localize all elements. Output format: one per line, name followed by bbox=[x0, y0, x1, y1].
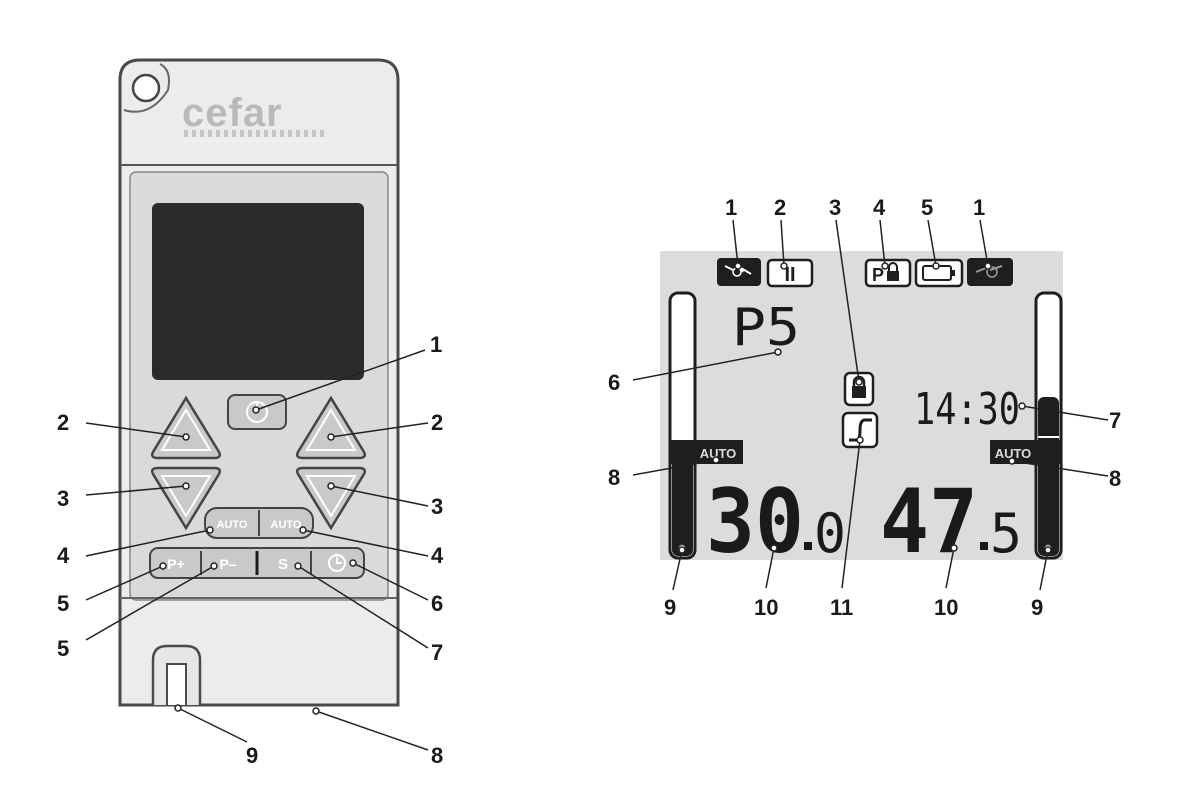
brand-logo: cefar bbox=[182, 91, 283, 135]
callout-number: 9 bbox=[246, 743, 258, 768]
callout-number: 7 bbox=[1109, 408, 1121, 433]
callout-number: 8 bbox=[1109, 466, 1121, 491]
callout-number: 9 bbox=[1031, 595, 1043, 620]
hanging-hole-surround bbox=[123, 63, 170, 113]
svg-text:AUTO: AUTO bbox=[995, 446, 1032, 461]
lcd-display-diagram: II P P bbox=[608, 195, 1121, 620]
lcd-callout-numbers: 1 2 3 4 5 1 6 7 8 8 9 10 11 10 9 bbox=[608, 195, 1121, 620]
treatment-time: 14:30 bbox=[914, 384, 1020, 435]
channel1-up-button[interactable] bbox=[150, 395, 222, 460]
callout-number: 9 bbox=[664, 595, 676, 620]
callout-number: 5 bbox=[57, 636, 69, 661]
channel2-up-button[interactable] bbox=[295, 395, 367, 460]
callout-number: 3 bbox=[829, 195, 841, 220]
timer-button[interactable] bbox=[328, 554, 346, 572]
callout-number: 2 bbox=[431, 410, 443, 435]
program-minus-button[interactable]: P– bbox=[219, 556, 236, 572]
device-callout-lines bbox=[85, 349, 429, 751]
callout-number: 10 bbox=[934, 595, 958, 620]
left-intensity-bar bbox=[668, 291, 697, 560]
device-callout-numbers: 1 2 2 3 3 4 4 5 5 6 7 9 8 bbox=[57, 332, 444, 768]
triangle-up-icon bbox=[305, 408, 357, 451]
svg-text:P: P bbox=[872, 265, 884, 285]
intensity-channel1-decimal: 0 bbox=[814, 502, 846, 565]
function-buttons: P+ P– S bbox=[149, 547, 365, 579]
program-plus-button[interactable]: P+ bbox=[167, 556, 185, 572]
settings-button[interactable]: S bbox=[278, 556, 288, 573]
intensity-channel1: 30 0 bbox=[706, 470, 846, 573]
program-number: P5 bbox=[732, 298, 800, 358]
intensity-channel2-integer: 47 bbox=[880, 470, 978, 573]
callout-number: 5 bbox=[57, 591, 69, 616]
stimulator-device: cefar bbox=[57, 58, 444, 768]
lcd-callout-lines bbox=[632, 219, 1109, 591]
callout-number: 6 bbox=[431, 591, 443, 616]
electrode-warning-icon-right bbox=[967, 258, 1013, 286]
belt-clip-slot bbox=[151, 644, 202, 705]
auto-indicator-right: AUTO bbox=[990, 440, 1060, 464]
program-lock-icon: P bbox=[864, 258, 912, 288]
callout-number: 1 bbox=[973, 195, 985, 220]
svg-text:AUTO: AUTO bbox=[700, 446, 737, 461]
callout-number: 3 bbox=[431, 494, 443, 519]
intensity-channel2: 47 5 bbox=[880, 470, 1022, 573]
callout-number: 6 bbox=[608, 370, 620, 395]
callout-number: 8 bbox=[431, 743, 443, 768]
callout-number: 1 bbox=[430, 332, 442, 357]
device-screen bbox=[152, 203, 364, 380]
callout-number: 2 bbox=[774, 195, 786, 220]
triangle-up-icon bbox=[160, 408, 212, 451]
callout-number: 10 bbox=[754, 595, 778, 620]
channel1-down-button[interactable] bbox=[150, 466, 222, 531]
callout-number: 11 bbox=[830, 595, 853, 620]
callout-number: 3 bbox=[57, 486, 69, 511]
callout-number: 8 bbox=[608, 465, 620, 490]
callout-number: 4 bbox=[57, 543, 70, 568]
auto-right-button[interactable]: AUTO bbox=[271, 519, 302, 531]
intensity-channel1-integer: 30 bbox=[706, 470, 804, 573]
callout-number: 7 bbox=[431, 640, 443, 665]
electrode-warning-icon-left bbox=[717, 258, 761, 286]
svg-text:II: II bbox=[784, 264, 795, 286]
hanging-hole bbox=[131, 73, 161, 103]
battery-icon bbox=[914, 258, 964, 288]
right-intensity-bar bbox=[1034, 291, 1063, 560]
padlock-icon bbox=[887, 271, 899, 281]
callout-number: 2 bbox=[57, 410, 69, 435]
callout-number: 1 bbox=[725, 195, 737, 220]
auto-buttons: AUTO AUTO bbox=[204, 507, 314, 539]
clock-icon bbox=[328, 554, 346, 572]
brand-logo-bars bbox=[184, 130, 324, 137]
pause-icon: II bbox=[766, 258, 814, 288]
auto-left-button[interactable]: AUTO bbox=[217, 519, 248, 531]
triangle-down-icon bbox=[305, 475, 357, 518]
callout-number: 4 bbox=[873, 195, 886, 220]
channel2-down-button[interactable] bbox=[295, 466, 367, 531]
callout-number: 4 bbox=[431, 543, 444, 568]
intensity-channel2-decimal: 5 bbox=[990, 502, 1022, 565]
callout-number: 5 bbox=[921, 195, 933, 220]
triangle-down-icon bbox=[160, 475, 212, 518]
auto-indicator-left: AUTO bbox=[671, 440, 743, 464]
